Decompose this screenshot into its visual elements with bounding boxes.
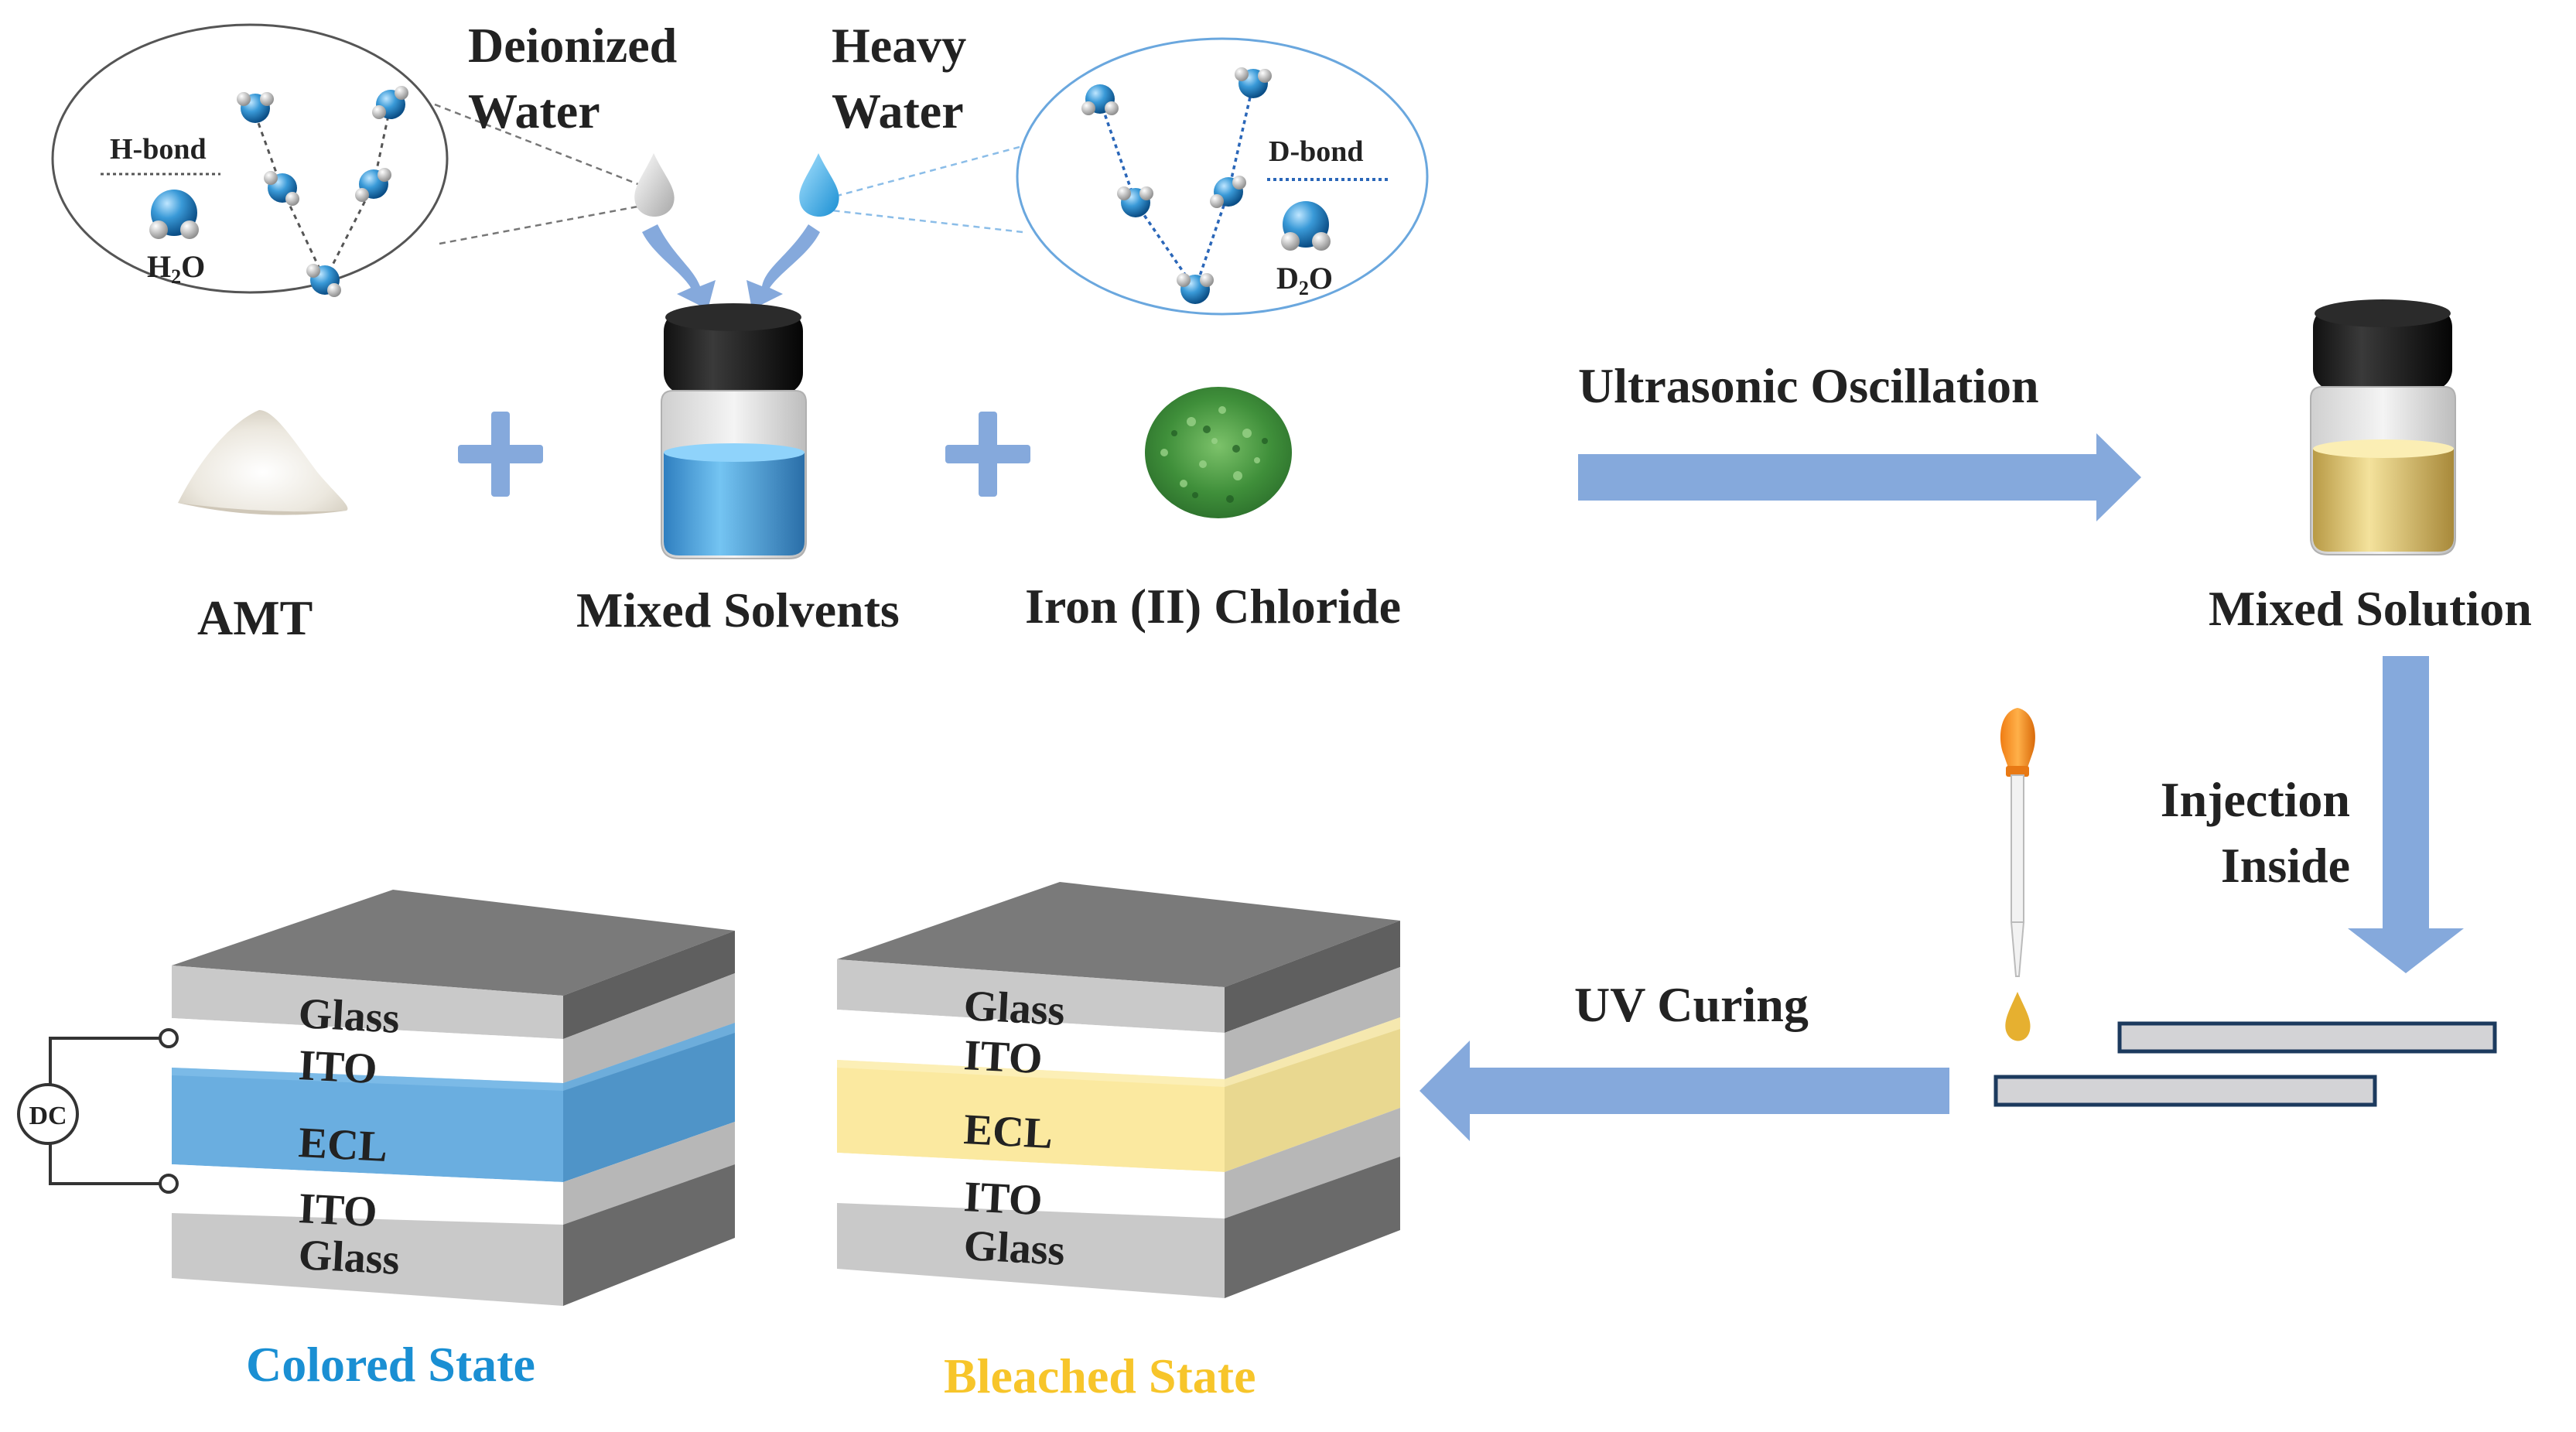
d-bond-bubble: D-bond D2O <box>831 37 1429 316</box>
colored-layer-ito-bottom: ITO <box>297 1184 378 1236</box>
heavy-water-label-line2: Water <box>832 84 964 138</box>
ultrasonic-arrow <box>1578 433 2141 521</box>
colored-state-label: Colored State <box>246 1337 535 1392</box>
plus-icon <box>458 412 543 497</box>
bleached-layer-ecl: ECL <box>962 1106 1054 1158</box>
h-bond-label: H-bond <box>110 133 207 166</box>
bleached-layer-glass-bottom: Glass <box>962 1222 1066 1275</box>
mixed-solvents-label: Mixed Solvents <box>576 583 900 637</box>
amt-powder-icon <box>178 410 348 515</box>
deionized-water-droplet-icon <box>634 153 675 217</box>
colored-layer-ito-top: ITO <box>297 1041 378 1093</box>
mixed-solution-jar <box>2310 299 2456 555</box>
h2o-legend-molecule <box>149 190 199 239</box>
deionized-water-label-line1: Deionized <box>468 18 677 73</box>
uv-curing-arrow <box>1420 1041 1949 1141</box>
deionized-water-label-line2: Water <box>468 84 600 138</box>
water-molecule <box>355 168 391 202</box>
colored-state-device: Glass ITO ECL ITO Glass <box>172 890 735 1306</box>
pour-arrows <box>642 224 820 309</box>
water-molecule <box>306 264 341 297</box>
heavy-water-label-line1: Heavy <box>832 18 966 73</box>
d2o-label: D2O <box>1276 261 1333 299</box>
dc-circuit <box>17 1028 179 1194</box>
bleached-layer-ito-top: ITO <box>962 1031 1044 1083</box>
water-molecules-left <box>149 86 408 297</box>
pipette-icon <box>2000 708 2035 1041</box>
amt-label: AMT <box>197 590 313 645</box>
bleached-state-label: Bleached State <box>944 1348 1256 1403</box>
mixed-solvents-jar <box>661 303 807 559</box>
water-molecule <box>372 86 408 119</box>
injection-label-line1: Injection <box>2161 772 2350 827</box>
ultrasonic-oscillation-label: Ultrasonic Oscillation <box>1578 358 2039 413</box>
h2o-label: H2O <box>147 249 205 288</box>
d2o-molecule <box>1235 67 1272 98</box>
d2o-molecule <box>1210 176 1246 208</box>
d2o-molecule <box>1117 186 1153 217</box>
heavy-water-droplet-icon <box>799 153 839 217</box>
bleached-layer-glass-top: Glass <box>962 982 1066 1035</box>
water-molecule <box>237 92 274 123</box>
injection-arrow <box>2348 656 2464 973</box>
h-bond-bubble: H-bond H2O <box>51 23 647 297</box>
bottom-substrate <box>1993 1075 2377 1107</box>
dc-label: DC <box>29 1102 67 1130</box>
injection-label-line2: Inside <box>2221 838 2350 893</box>
top-substrate <box>2117 1021 2497 1054</box>
mixed-solution-label: Mixed Solution <box>2209 581 2532 636</box>
iron-chloride-crystals-icon <box>1145 387 1292 518</box>
heavy-water-molecules <box>1081 67 1331 304</box>
d2o-legend-molecule <box>1281 201 1331 251</box>
plus-icon <box>945 412 1030 497</box>
d2o-molecule <box>1177 273 1214 304</box>
dc-source-icon <box>17 1083 79 1145</box>
bleached-layer-ito-bottom: ITO <box>962 1173 1044 1225</box>
colored-layer-glass-bottom: Glass <box>297 1231 401 1284</box>
iron-chloride-label: Iron (II) Chloride <box>1025 579 1401 634</box>
d2o-molecule <box>1081 84 1119 115</box>
colored-layer-ecl: ECL <box>297 1119 388 1171</box>
colored-layer-glass-top: Glass <box>297 989 401 1043</box>
d-bond-label: D-bond <box>1269 135 1364 168</box>
water-molecule <box>264 171 299 206</box>
uv-curing-label: UV Curing <box>1574 977 1809 1032</box>
bleached-state-device: Glass ITO ECL ITO Glass <box>837 882 1400 1298</box>
